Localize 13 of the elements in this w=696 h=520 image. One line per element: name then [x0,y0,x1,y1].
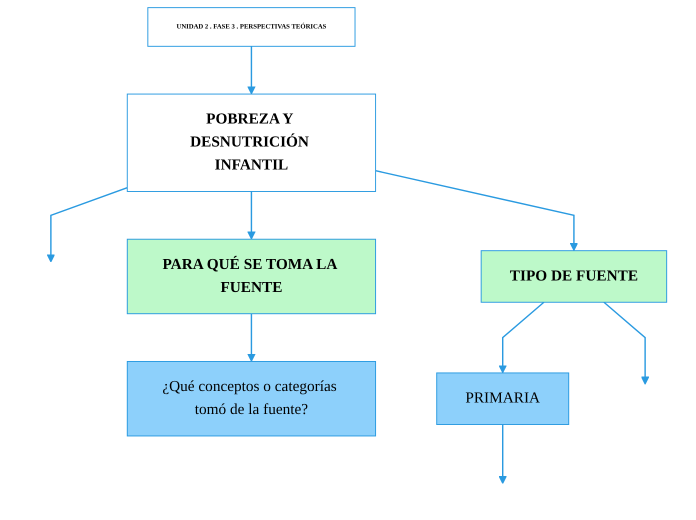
arrow [498,302,544,374]
arrow [247,314,256,362]
node-box: TIPO DE FUENTE [480,250,668,303]
node-box: PARA QUÉ SE TOMA LA FUENTE [126,238,376,314]
arrow [247,46,256,94]
arrow [498,424,507,484]
arrow [603,302,650,385]
node-box: PRIMARIA [436,372,570,425]
node-box: ¿Qué conceptos o categorías tomó de la fuente? [126,361,376,436]
node-box: POBREZA Y DESNUTRICIÓN INFANTIL [126,94,376,192]
arrow [247,191,256,240]
arrow [46,187,128,263]
arrow [375,170,578,252]
